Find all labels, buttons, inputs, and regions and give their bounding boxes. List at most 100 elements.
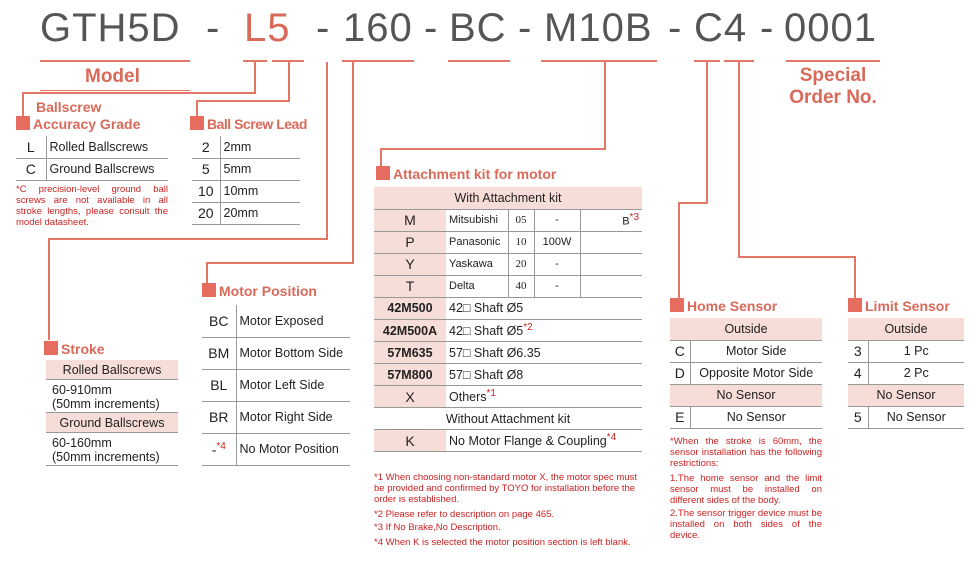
code-special: 0001 [784, 6, 877, 50]
table-row: L Rolled Ballscrews [16, 136, 168, 159]
attach-number: 20 [507, 253, 534, 276]
k-value-text: No Motor Flange & Coupling [449, 434, 607, 449]
special-order-label: Special Order No. [786, 65, 880, 109]
code-dash-4: - [518, 6, 533, 50]
shaft-value: 42□ Shaft Ø5 [446, 297, 642, 320]
lead-value: 10mm [220, 180, 300, 203]
table-row: M Mitsubishi 05 - B*3 [374, 209, 642, 232]
shaft-key: 42M500A [374, 319, 446, 342]
footnote-ref: *2 [523, 322, 533, 334]
motor-pos-value: Motor Exposed [236, 305, 350, 338]
attach-extra: B*3 [579, 209, 642, 232]
motor-pos-key: BC [202, 305, 237, 338]
motor-pos-value: Motor Bottom Side [236, 337, 350, 370]
stroke-block: Rolled Ballscrews 60-910mm (50mm increme… [46, 360, 178, 466]
code-sensor: C4 [694, 6, 748, 50]
home-sensor-notes: *When the stroke is 60mm, the sensor ins… [670, 436, 822, 541]
stroke-ground-range-text: 60-160mm [52, 436, 112, 450]
footnote-ref: *3 [629, 212, 639, 224]
footnote-ref: *4 [216, 440, 226, 452]
home-sensor-title: Home Sensor [670, 298, 777, 314]
limit-sensor-title: Limit Sensor [848, 298, 950, 314]
code-model: GTH5D [40, 6, 181, 50]
motor-pos-value: No Motor Position [236, 433, 350, 466]
limit-value: 1 Pc [868, 340, 964, 363]
limit-key: 4 [848, 362, 869, 385]
attachment-note-4: *4 When K is selected the motor position… [374, 537, 631, 548]
motor-pos-key: BM [202, 337, 237, 370]
special-label-line1: Special [799, 65, 867, 86]
lead-title-text: Ball Screw Lead [207, 116, 307, 132]
accuracy-note: *C precision-level ground ball screws ar… [16, 184, 168, 228]
limit-key: 5 [848, 406, 869, 429]
lead-value: 20mm [220, 202, 300, 225]
shaft-value: 42□ Shaft Ø5*2 [446, 319, 642, 342]
motor-pos-key: BL [202, 369, 237, 402]
attachment-note-3: *3 If No Brake,No Description. [374, 522, 501, 533]
home-outside-header: Outside [670, 318, 822, 341]
motor-position-title: Motor Position [202, 283, 317, 299]
attach-key: T [374, 275, 446, 298]
k-value: No Motor Flange & Coupling*4 [446, 429, 642, 452]
accuracy-value: Ground Ballscrews [46, 158, 168, 181]
footnote-ref: *4 [606, 432, 617, 444]
lead-key: 5 [192, 158, 221, 181]
shaft-key: 42M500 [374, 297, 446, 320]
shaft-value: 57□ Shaft Ø8 [446, 363, 642, 386]
code-lead-part: L5 [244, 6, 291, 50]
accuracy-key: L [16, 136, 47, 159]
attach-brand: Delta [446, 275, 508, 298]
code-dash-1: - [206, 6, 221, 50]
bullet-square-icon [670, 298, 684, 312]
attach-watt: - [533, 253, 580, 276]
attachment-table: With Attachment kit M Mitsubishi 05 - B*… [374, 187, 642, 452]
limit-outside-header: Outside [848, 318, 964, 341]
home-note-2: 2.The sensor trigger device must be inst… [670, 508, 822, 541]
code-motor-position: BC [449, 6, 507, 50]
home-sensor-title-text: Home Sensor [687, 298, 778, 314]
lead-key: 2 [192, 136, 221, 159]
attach-key: P [374, 231, 446, 254]
attach-brand: Panasonic [446, 231, 508, 254]
shaft-value-text: 42□ Shaft Ø5 [449, 324, 524, 339]
home-key: D [670, 362, 691, 385]
lead-key: 20 [192, 202, 221, 225]
table-row: No Sensor [848, 384, 964, 407]
bullet-square-icon [376, 166, 390, 180]
lead-value: 5mm [220, 158, 300, 181]
home-value: Motor Side [690, 340, 822, 363]
code-dash-5: - [668, 6, 683, 50]
home-note-1: 1.The home sensor and the limit sensor m… [670, 473, 822, 506]
shaft-value: Others*1 [446, 385, 642, 408]
table-row: Outside [670, 318, 822, 341]
limit-key: 3 [848, 340, 869, 363]
motor-pos-value: Motor Left Side [236, 369, 350, 402]
shaft-key: 57M635 [374, 341, 446, 364]
with-attachment-header: With Attachment kit [374, 187, 642, 210]
accuracy-key: C [16, 158, 47, 181]
accuracy-table: L Rolled Ballscrews C Ground Ballscrews [16, 136, 168, 181]
home-value: No Sensor [690, 406, 822, 429]
attach-watt: - [533, 209, 580, 232]
accuracy-title: Ballscrew Accuracy Grade [16, 99, 140, 133]
attachment-title: Attachment kit for motor [376, 166, 556, 182]
accuracy-value: Rolled Ballscrews [46, 136, 168, 159]
stroke-ground-range: 60-160mm (50mm increments) [46, 433, 178, 466]
home-value: Opposite Motor Side [690, 362, 822, 385]
code-dash-3: - [424, 6, 439, 50]
attach-brand: Mitsubishi [446, 209, 508, 232]
motor-pos-key: -*4 [202, 433, 237, 466]
attachment-title-text: Attachment kit for motor [393, 166, 557, 182]
attach-brand: Yaskawa [446, 253, 508, 276]
